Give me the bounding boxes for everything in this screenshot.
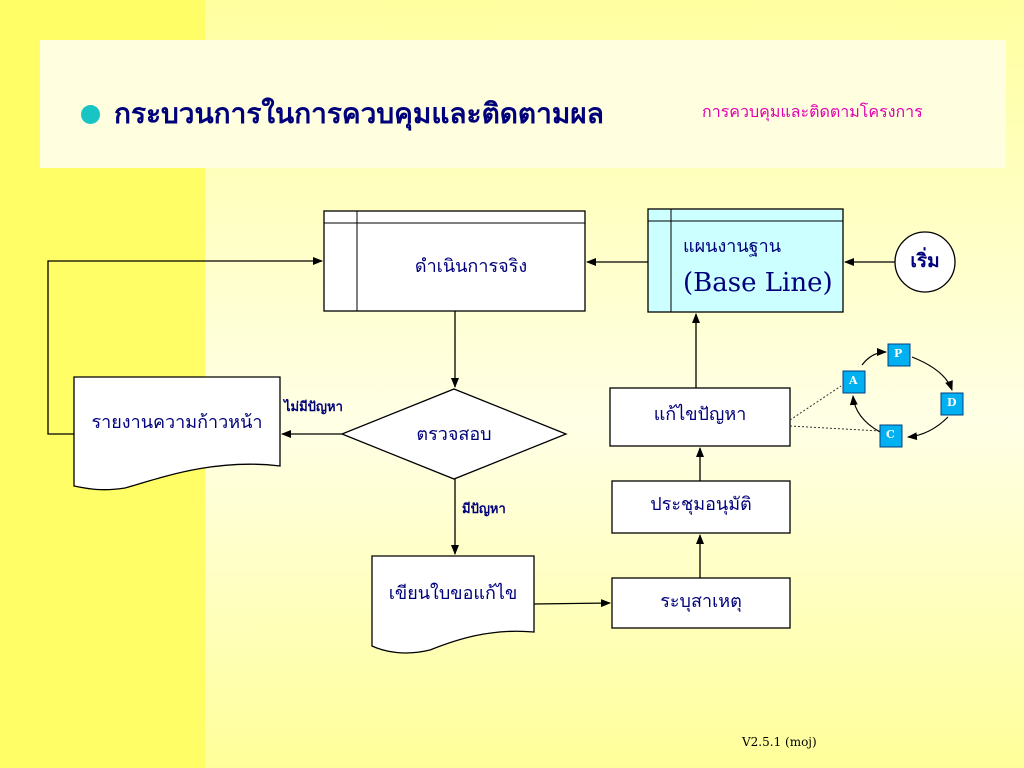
pdca-plan-square — [887, 343, 911, 367]
inspect-decision-diamond — [340, 388, 568, 480]
identify-cause-box — [611, 577, 791, 629]
slide-subtitle: การควบคุมและติดตามโครงการ — [702, 102, 923, 121]
no-problem-label: ไม่มีปัญหา — [284, 400, 343, 415]
meeting-approve-box — [611, 480, 791, 534]
actual-execution-box — [323, 210, 586, 312]
solve-problem-label: แก้ไขปัญหา — [653, 404, 747, 425]
title-bullet-icon — [81, 105, 100, 124]
connector-report-to-execution — [47, 257, 323, 435]
baseline-plan-box — [647, 208, 844, 313]
pdca-arc-a-to-p — [861, 348, 887, 366]
solve-problem-box — [609, 387, 791, 447]
baseline-label-line1: แผนงานฐาน — [683, 236, 781, 257]
write-request-document — [371, 555, 535, 654]
pdca-plan-letter: P — [894, 347, 903, 360]
progress-report-document — [73, 376, 281, 491]
meeting-approve-label: ประชุมอนุมัติ — [650, 494, 752, 515]
write-request-label: เขียนใบขอแก้ไข — [388, 583, 518, 604]
pdca-check-letter: C — [886, 428, 895, 441]
pdca-do-square — [940, 392, 964, 416]
pdca-check-square — [879, 424, 903, 448]
identify-cause-label: ระบุสาเหตุ — [660, 591, 742, 612]
pdca-arc-d-to-c — [907, 416, 949, 441]
pdca-link-top — [789, 385, 842, 421]
baseline-label-line2: (Base Line) — [683, 268, 833, 298]
inspect-label: ตรวจสอบ — [416, 424, 492, 445]
pdca-act-square — [842, 370, 866, 394]
has-problem-label: มีปัญหา — [462, 502, 506, 517]
pdca-link-bottom — [789, 425, 881, 432]
version-footer: V2.5.1 (moj) — [742, 735, 817, 749]
progress-report-label: รายงานความก้าวหน้า — [91, 412, 263, 433]
pdca-arc-c-to-a — [849, 395, 881, 433]
pdca-do-letter: D — [947, 396, 957, 409]
slide-title: กระบวนการในการควบคุมและติดตามผล — [114, 97, 604, 130]
pdca-act-letter: A — [849, 374, 858, 387]
start-label: เริ่ม — [910, 250, 940, 272]
title-band — [40, 40, 1006, 168]
pdca-arc-p-to-d — [911, 356, 953, 391]
actual-execution-label: ดำเนินการจริง — [414, 256, 528, 277]
connector-request-to-cause — [533, 599, 611, 608]
